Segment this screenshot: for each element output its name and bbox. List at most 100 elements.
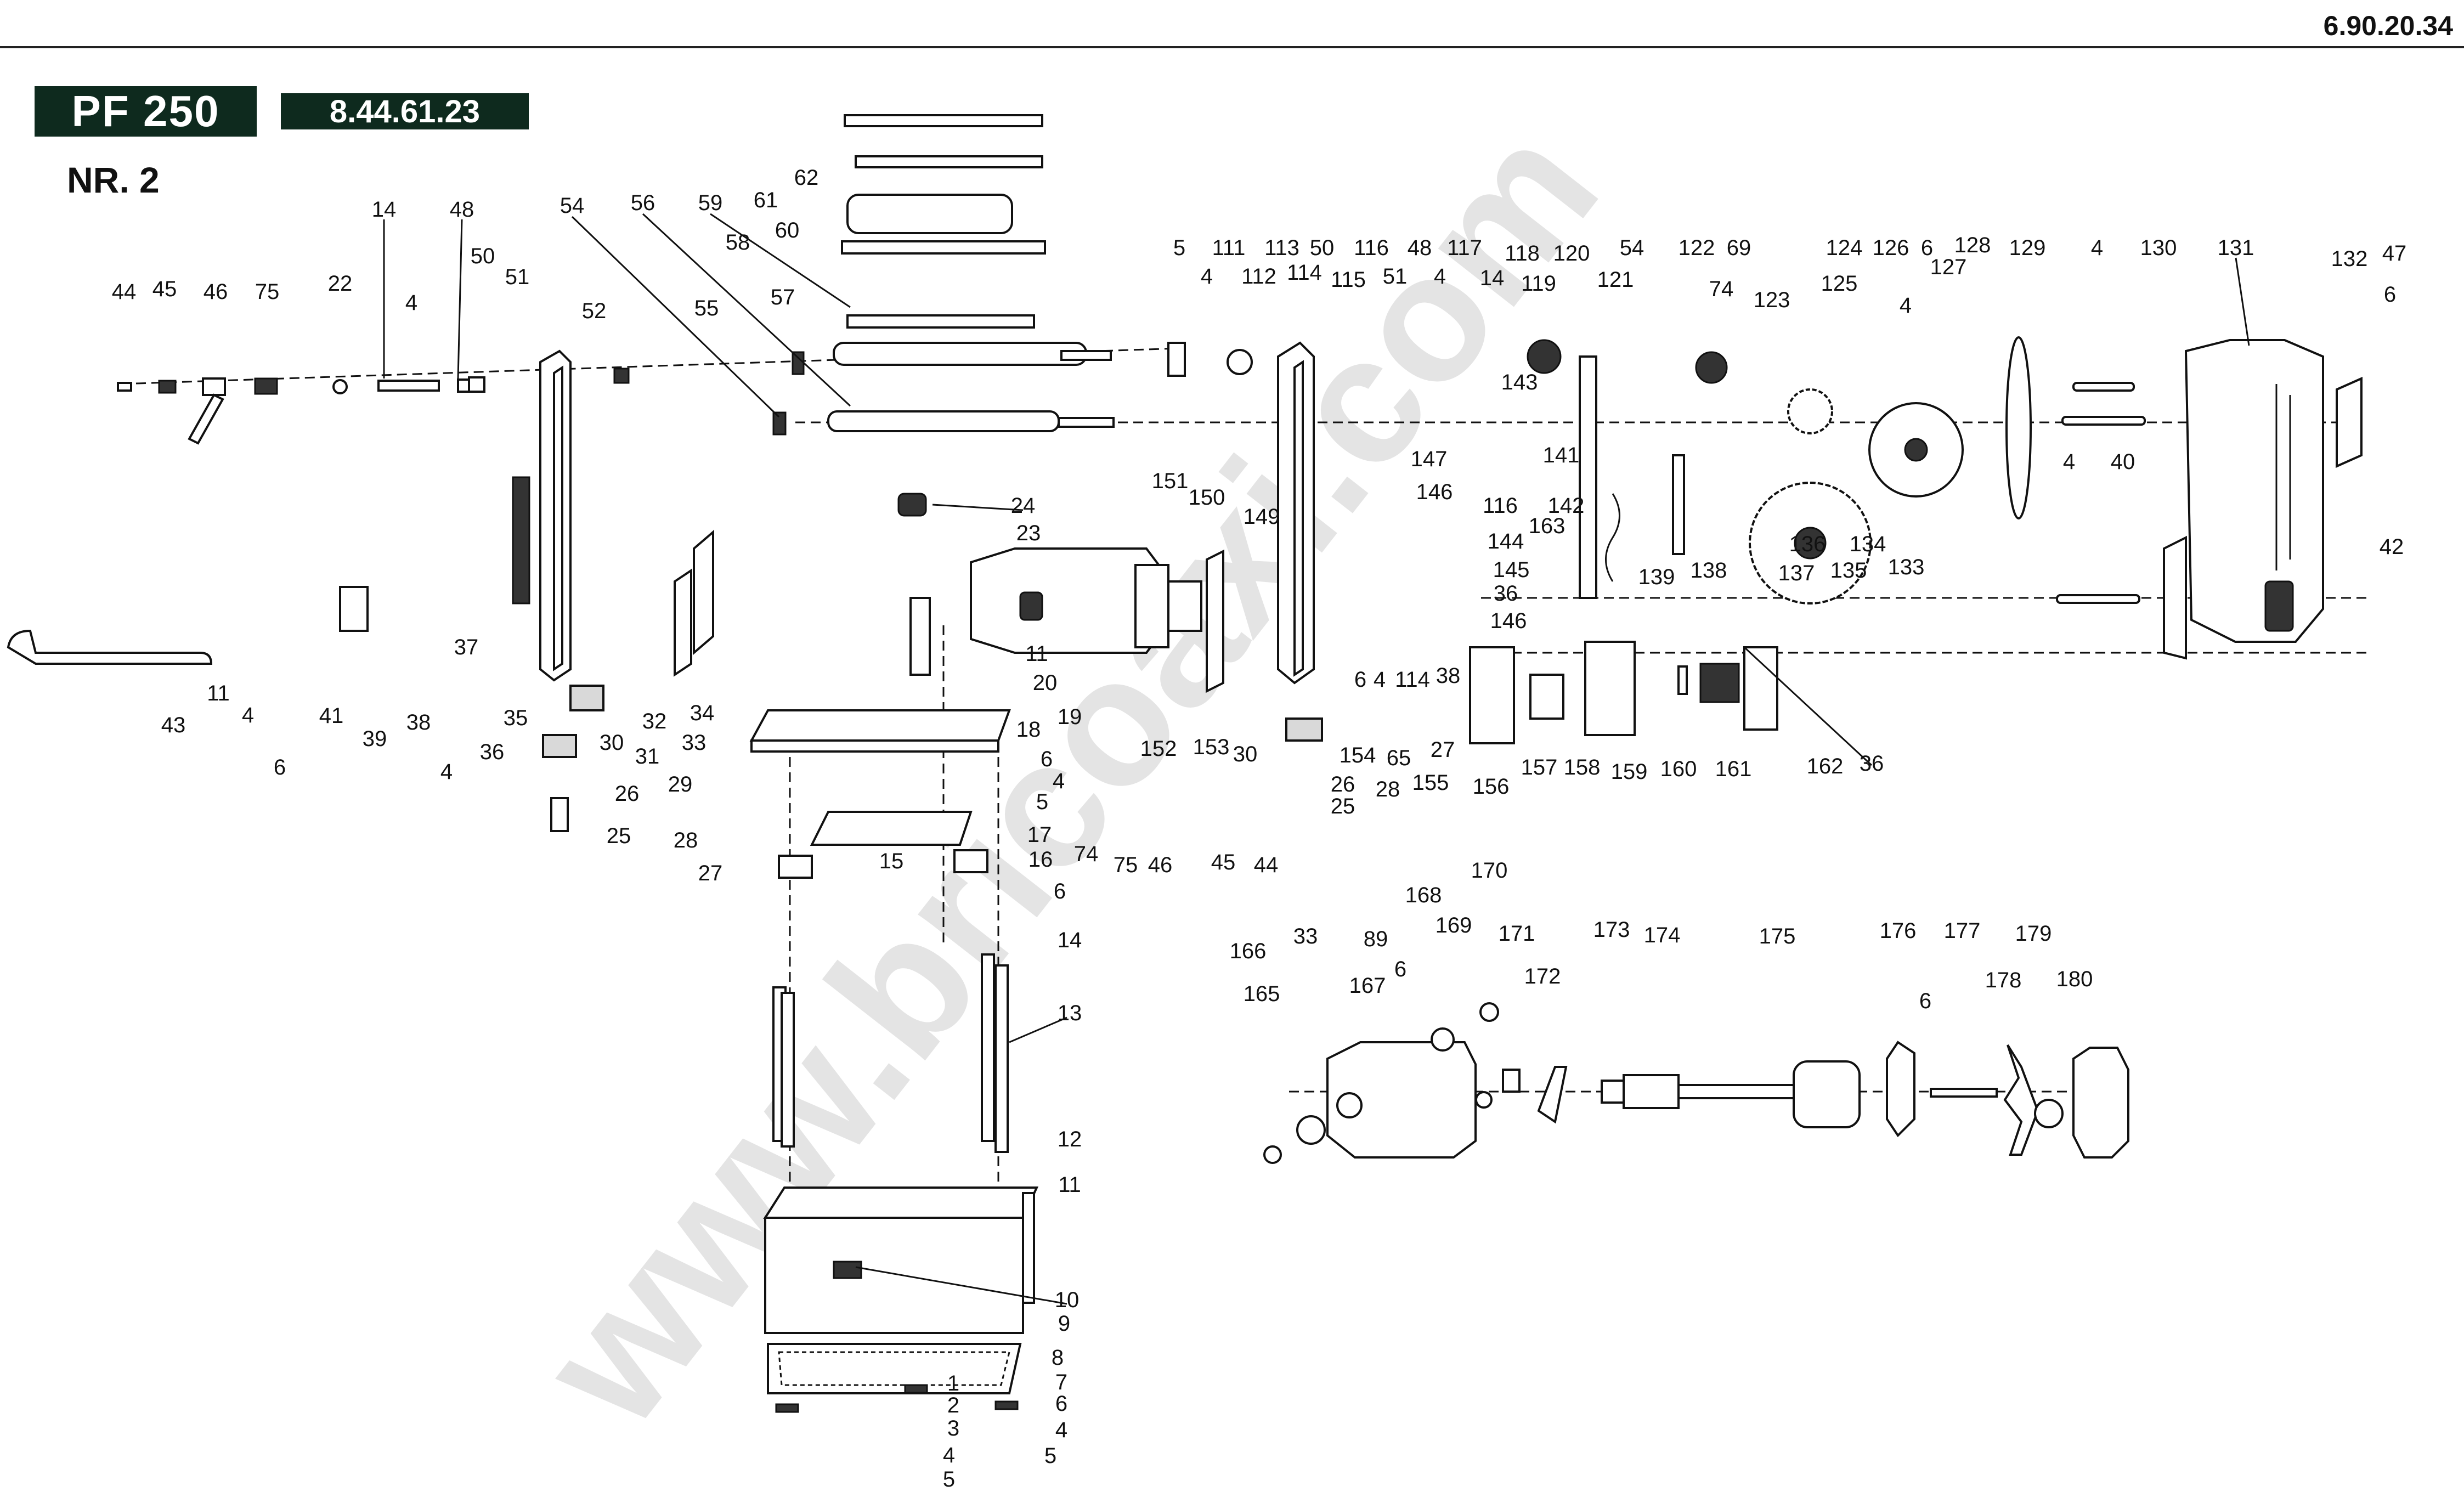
part-callout: 163 bbox=[1529, 514, 1566, 538]
part-callout: 6 bbox=[1394, 957, 1406, 981]
left-side-plate bbox=[7, 349, 714, 832]
part-callout: 74 bbox=[1074, 842, 1099, 866]
part-callout: 24 bbox=[1011, 494, 1036, 518]
part-callout: 125 bbox=[1821, 272, 1858, 296]
left-crank-handle-group bbox=[117, 368, 630, 445]
header-rule bbox=[0, 46, 2464, 48]
part-callout: 23 bbox=[1016, 521, 1041, 545]
part-callout: 167 bbox=[1349, 974, 1386, 998]
part-callout: 142 bbox=[1548, 494, 1585, 518]
part-callout: 1 bbox=[947, 1371, 959, 1395]
part-callout: 123 bbox=[1754, 288, 1790, 312]
part-callout: 13 bbox=[1058, 1001, 1082, 1025]
part-callout: 133 bbox=[1888, 555, 1925, 579]
part-callout: 50 bbox=[471, 244, 495, 268]
part-callout: 3 bbox=[947, 1416, 959, 1440]
right-side-plate bbox=[1167, 336, 2032, 685]
part-callout: 172 bbox=[1524, 964, 1561, 988]
table-and-stand bbox=[749, 493, 1011, 1153]
part-callout: 44 bbox=[1254, 853, 1279, 877]
part-callout: 2 bbox=[947, 1393, 959, 1417]
part-callout: 5 bbox=[943, 1467, 955, 1491]
part-callout: 158 bbox=[1564, 755, 1601, 779]
part-callout: 4 bbox=[405, 291, 417, 315]
part-callout: 156 bbox=[1473, 775, 1510, 799]
part-callout: 171 bbox=[1499, 922, 1535, 946]
part-callout: 141 bbox=[1543, 443, 1580, 467]
motor-exploded-group bbox=[1263, 1002, 2129, 1164]
part-callout: 4 bbox=[242, 703, 254, 727]
part-callout: 174 bbox=[1644, 923, 1681, 947]
part-callout: 160 bbox=[1660, 757, 1697, 781]
part-callout: 65 bbox=[1387, 746, 1411, 770]
base-cabinet bbox=[763, 1186, 1039, 1413]
part-callout: 69 bbox=[1727, 236, 1751, 260]
part-callout: 19 bbox=[1058, 705, 1082, 729]
part-callout: 149 bbox=[1244, 505, 1280, 529]
roller-assembly bbox=[772, 114, 1115, 436]
part-callout: 34 bbox=[690, 701, 715, 725]
part-callout: 26 bbox=[615, 782, 640, 806]
part-callout: 117 bbox=[1447, 236, 1482, 260]
part-callout: 33 bbox=[682, 731, 707, 755]
part-callout: 48 bbox=[450, 197, 474, 222]
part-callout: 36 bbox=[480, 740, 505, 764]
part-callout: 56 bbox=[631, 191, 655, 215]
part-callout: 6 bbox=[1919, 989, 1931, 1013]
part-callout: 22 bbox=[328, 272, 353, 296]
part-callout: 35 bbox=[504, 706, 528, 730]
part-callout: 4 bbox=[440, 760, 453, 784]
part-callout: 8 bbox=[1052, 1346, 1064, 1370]
part-callout: 132 bbox=[2331, 247, 2368, 271]
part-callout: 128 bbox=[1954, 233, 1991, 257]
part-callout: 6 bbox=[1354, 668, 1366, 692]
part-callout: 46 bbox=[1148, 853, 1173, 877]
part-callout: 54 bbox=[560, 194, 585, 218]
part-callout: 139 bbox=[1638, 565, 1675, 589]
part-callout: 11 bbox=[207, 681, 230, 705]
part-callout: 178 bbox=[1985, 968, 2022, 992]
part-callout: 5 bbox=[1173, 236, 1185, 260]
part-callout: 36 bbox=[1860, 752, 1884, 776]
part-callout: 127 bbox=[1930, 255, 1967, 279]
part-callout: 118 bbox=[1505, 241, 1540, 265]
part-callout: 5 bbox=[1044, 1444, 1056, 1468]
part-callout: 32 bbox=[642, 709, 667, 733]
part-callout: 153 bbox=[1193, 735, 1230, 759]
part-callout: 6 bbox=[1041, 747, 1053, 771]
part-callout: 50 bbox=[1310, 236, 1335, 260]
part-callout: 119 bbox=[1521, 272, 1556, 296]
part-callout: 165 bbox=[1244, 982, 1280, 1006]
part-callout: 47 bbox=[2382, 241, 2407, 265]
part-callout: 6 bbox=[1054, 879, 1066, 903]
part-callout: 154 bbox=[1340, 743, 1376, 767]
part-callout: 150 bbox=[1189, 485, 1225, 510]
part-callout: 27 bbox=[1431, 738, 1455, 762]
part-callout: 112 bbox=[1241, 264, 1276, 289]
part-callout: 38 bbox=[1436, 664, 1461, 688]
leader-lines bbox=[383, 213, 2250, 1305]
part-callout: 45 bbox=[1211, 850, 1236, 874]
part-callout: 28 bbox=[1376, 777, 1400, 801]
part-callout: 74 bbox=[1709, 277, 1734, 301]
part-callout: 27 bbox=[698, 861, 723, 885]
part-callout: 5 bbox=[1036, 790, 1048, 814]
part-callout: 30 bbox=[600, 731, 624, 755]
part-callout: 4 bbox=[1434, 264, 1446, 289]
part-callout: 168 bbox=[1405, 883, 1442, 907]
part-callout: 114 bbox=[1395, 668, 1430, 692]
right-end-cover bbox=[2056, 339, 2363, 660]
part-callout: 89 bbox=[1364, 927, 1388, 951]
part-callout: 179 bbox=[2015, 922, 2052, 946]
part-callout: 155 bbox=[1412, 771, 1449, 795]
part-callout: 43 bbox=[161, 713, 186, 737]
part-callout: 147 bbox=[1411, 447, 1448, 471]
part-callout: 18 bbox=[1016, 717, 1041, 742]
part-callout: 59 bbox=[698, 191, 723, 215]
article-code-badge: 8.44.61.23 bbox=[281, 93, 529, 129]
part-callout: 126 bbox=[1873, 236, 1909, 260]
part-callout: 121 bbox=[1597, 268, 1634, 292]
part-callout: 157 bbox=[1521, 755, 1558, 779]
part-callout: 138 bbox=[1691, 558, 1727, 583]
